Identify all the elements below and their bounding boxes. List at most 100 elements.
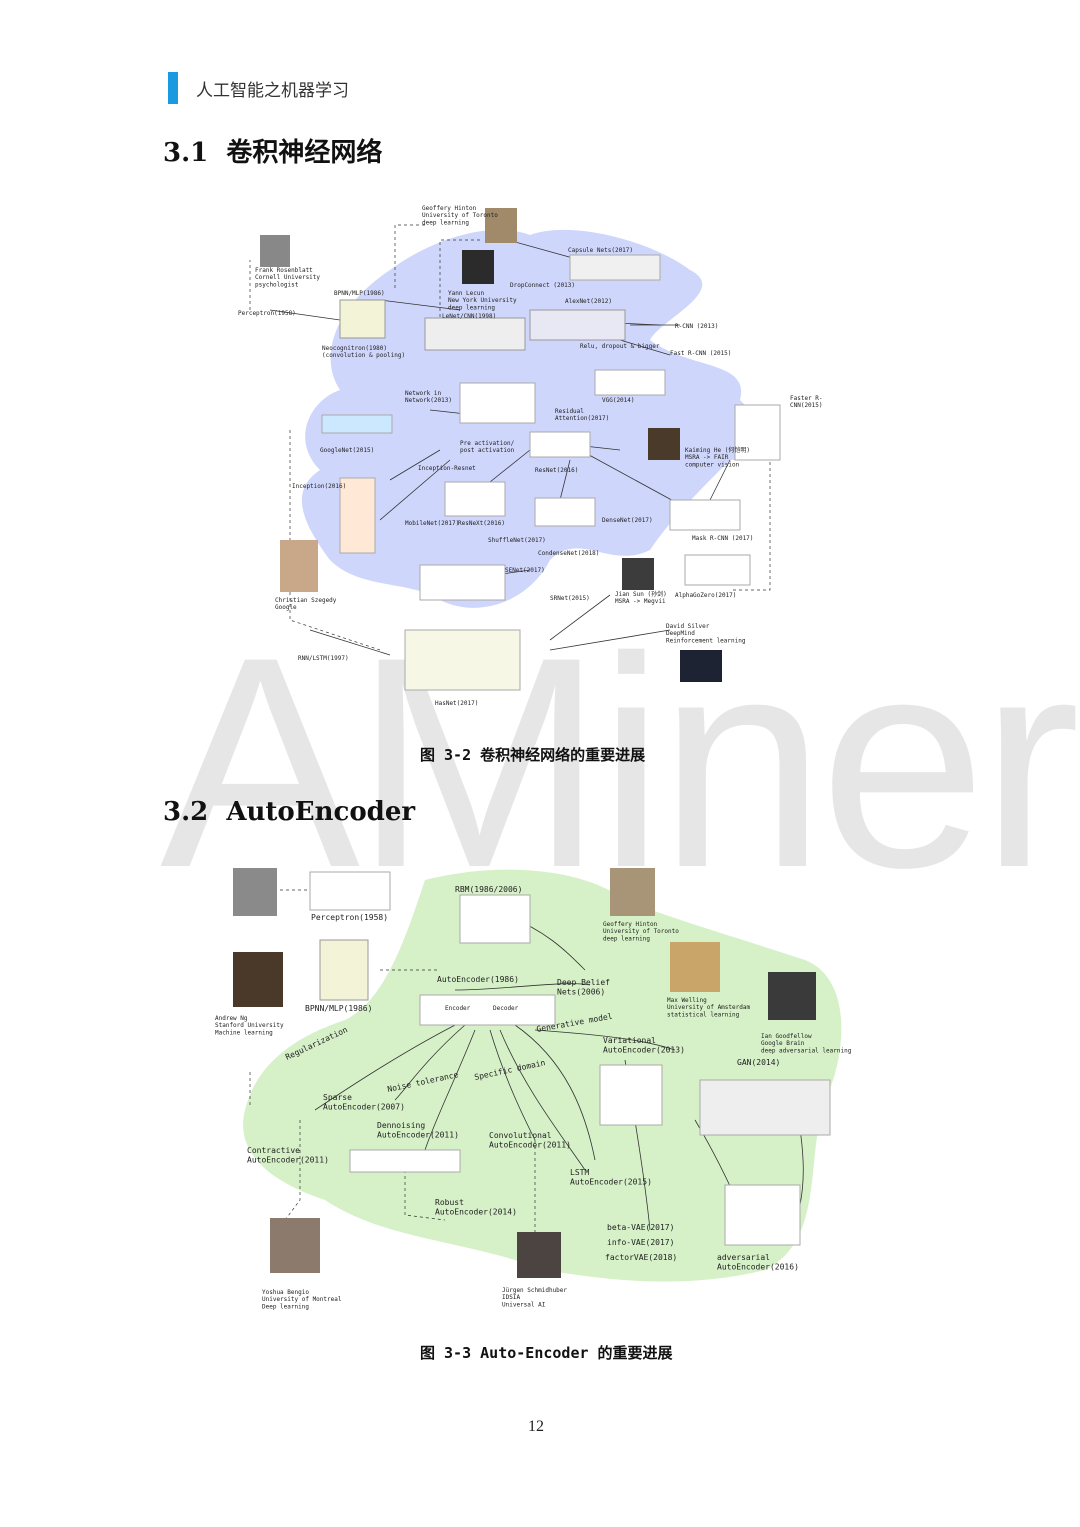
- cnn-label: DropConnect (2013): [510, 282, 575, 289]
- cnn-label: Inception(2016): [292, 483, 346, 490]
- cnn-dashed-connections: [249, 224, 771, 651]
- portrait-ng: [233, 952, 283, 1007]
- figure-3-3-caption: 图 3-3 Auto-Encoder 的重要进展: [420, 1344, 673, 1362]
- cnn-label: Jian Sun (孙剑)MSRA -> Megvii: [615, 590, 667, 605]
- thumb-inception: [339, 477, 376, 554]
- thumb-bpnn: [339, 299, 386, 339]
- thumb-perceptron: [309, 871, 391, 911]
- cnn-label: Neocognitron(1980)(convolution & pooling…: [322, 345, 405, 359]
- portrait-sun: [622, 558, 654, 590]
- thumb-lenet: [424, 317, 526, 351]
- thumb-densenet: [534, 497, 596, 527]
- thumb-googlenet: [321, 414, 393, 434]
- thumb-resnext: [444, 481, 506, 517]
- ae-label: BPNN/MLP(1986): [305, 1004, 372, 1013]
- ae-label: factorVAE(2018): [605, 1253, 677, 1262]
- ae-label: GAN(2014): [737, 1058, 780, 1067]
- thumb-encoder-decoder: [419, 994, 556, 1026]
- autoencoder-progress-diagram: Perceptron(1958) RBM(1986/2006) Geoffery…: [215, 868, 852, 1310]
- portrait-kaiming: [648, 428, 680, 460]
- cnn-thumbnails: [260, 208, 781, 691]
- section-heading-3-2: 3.2 AutoEncoder: [163, 797, 415, 827]
- cnn-label: RNN/LSTM(1997): [298, 655, 349, 662]
- thumb-denoising: [349, 1149, 461, 1173]
- ae-thumbnails: [233, 868, 831, 1278]
- ae-label: beta-VAE(2017): [607, 1223, 674, 1232]
- thumb-fasterrcnn: [734, 404, 781, 461]
- cnn-label: BPNN/MLP(1986): [334, 290, 385, 297]
- cnn-label: SENet(2017): [505, 567, 545, 574]
- cnn-label: Inception-Resnet: [418, 465, 476, 472]
- portrait-silver: [680, 650, 722, 682]
- thumb-alphago: [684, 554, 751, 586]
- section-title: 卷积神经网络: [226, 138, 383, 168]
- cnn-label: AlexNet(2012): [565, 298, 612, 305]
- thumb-capsule: [569, 254, 661, 281]
- section-number: 3.1: [163, 138, 209, 168]
- cnn-label: Faster R-CNN(2015): [790, 395, 823, 409]
- header-accent-bar: [168, 72, 178, 104]
- portrait-rosenblatt: [233, 868, 277, 916]
- portrait-hinton: [610, 868, 655, 916]
- header-title: 人工智能之机器学习: [196, 81, 349, 101]
- thumb-vae: [599, 1064, 663, 1126]
- thumb-maskrcnn: [669, 499, 741, 531]
- portrait-rosenblatt: [260, 235, 290, 267]
- ae-dashed-connections: [249, 889, 536, 1240]
- portrait-hinton: [485, 208, 517, 243]
- thumb-senet: [419, 564, 506, 601]
- cnn-label: DenseNet(2017): [602, 517, 653, 524]
- page-number: 12: [528, 1418, 544, 1435]
- cnn-label: Perceptron(1958): [238, 310, 296, 317]
- ae-label: Decoder: [493, 1005, 519, 1012]
- cnn-label: Pre activation/post activation: [460, 440, 515, 454]
- ae-label: Encoder: [445, 1005, 471, 1012]
- figure-3-2-caption: 图 3-2 卷积神经网络的重要进展: [420, 746, 646, 764]
- portrait-szegedy: [280, 540, 318, 592]
- portrait-schmidhuber: [517, 1232, 561, 1278]
- thumb-resnet: [529, 431, 591, 458]
- ae-label: AutoEncoder(1986): [437, 975, 519, 984]
- thumb-nin: [459, 382, 536, 424]
- cnn-label: MobileNet(2017): [405, 520, 459, 527]
- cnn-label: GoogleNet(2015): [320, 447, 374, 454]
- cnn-label: VGG(2014): [602, 397, 635, 404]
- thumb-adversarial: [724, 1184, 801, 1246]
- cnn-label: Capsule Nets(2017): [568, 247, 633, 254]
- section-title: AutoEncoder: [226, 797, 416, 827]
- thumb-vgg: [594, 369, 666, 396]
- cnn-label: AlphaGoZero(2017): [675, 592, 736, 599]
- portrait-lecun: [462, 250, 494, 284]
- cnn-label: ResNeXt(2016): [458, 520, 505, 527]
- cnn-label: ShuffleNet(2017): [488, 537, 546, 544]
- cnn-label: R-CNN (2013): [675, 323, 718, 330]
- cnn-label: SRNet(2015): [550, 595, 590, 602]
- ae-label: RBM(1986/2006): [455, 885, 522, 894]
- thumb-hasnet: [404, 629, 521, 691]
- portrait-goodfellow: [768, 972, 816, 1020]
- cnn-label: LeNet/CNN(1998): [442, 313, 496, 320]
- cnn-label: Relu, dropout & bigger: [580, 343, 660, 350]
